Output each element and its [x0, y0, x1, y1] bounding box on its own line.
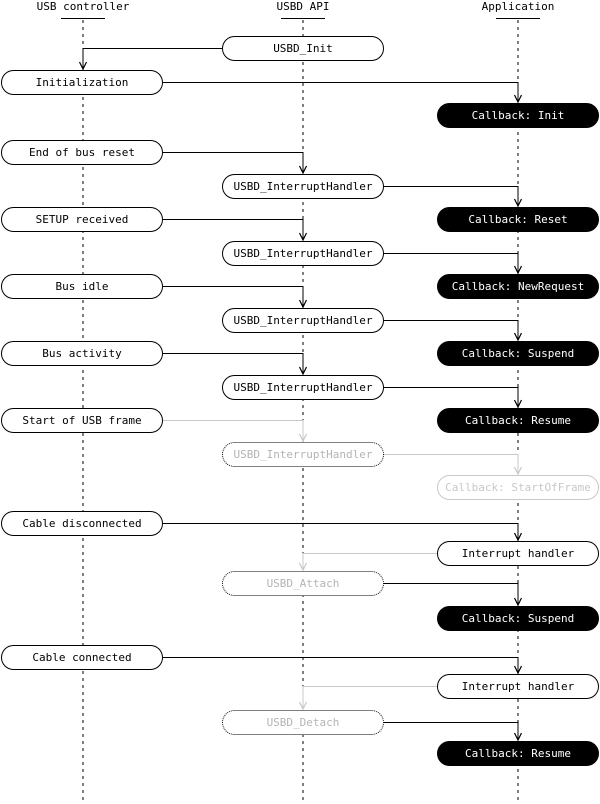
node-end-of-bus-reset[interactable]: End of bus reset [1, 140, 163, 165]
node-interrupt-handler-5[interactable]: USBD_InterruptHandler [222, 442, 384, 467]
lifeline-underline-usbd-api [281, 18, 325, 19]
node-interrupt-handler-3[interactable]: USBD_InterruptHandler [222, 308, 384, 333]
node-label: Interrupt handler [461, 547, 575, 560]
node-label: Cable connected [32, 651, 132, 664]
node-label: SETUP received [35, 213, 129, 226]
node-start-of-usb-frame[interactable]: Start of USB frame [1, 408, 163, 433]
connector-path [163, 286, 304, 307]
connector-arrowhead [513, 399, 523, 409]
connector-path [302, 553, 437, 570]
connector-arrowhead [513, 332, 523, 342]
node-label: Callback: Suspend [461, 347, 575, 360]
node-label: USBD_Detach [266, 716, 340, 729]
node-usbd-init[interactable]: USBD_Init [222, 36, 384, 61]
node-label: Callback: Reset [468, 213, 568, 226]
connector-path [163, 657, 519, 673]
connector-arrowhead [513, 597, 523, 607]
connector-path [302, 686, 437, 709]
node-interrupt-handler-4[interactable]: USBD_InterruptHandler [222, 375, 384, 400]
node-label: USBD_Attach [266, 577, 340, 590]
node-callback-newrequest[interactable]: Callback: NewRequest [437, 274, 599, 299]
connector-path [384, 186, 519, 206]
node-label: Callback: NewRequest [451, 280, 585, 293]
connector-arrowhead [298, 366, 308, 376]
node-callback-suspend-2[interactable]: Callback: Suspend [437, 606, 599, 631]
connector-path [163, 82, 519, 102]
node-label: End of bus reset [29, 146, 135, 159]
connector-path [163, 420, 304, 441]
connector-path [163, 219, 304, 240]
node-bus-activity[interactable]: Bus activity [1, 341, 163, 366]
node-usbd-attach[interactable]: USBD_Attach [222, 571, 384, 596]
connector-arrowhead [513, 198, 523, 208]
node-label: Interrupt handler [461, 680, 575, 693]
node-callback-resume-2[interactable]: Callback: Resume [437, 741, 599, 766]
node-label: USBD_InterruptHandler [233, 247, 373, 260]
node-label: Initialization [35, 76, 129, 89]
node-cable-disconnected[interactable]: Cable disconnected [1, 511, 163, 536]
node-bus-idle[interactable]: Bus idle [1, 274, 163, 299]
node-label: Callback: Resume [465, 414, 571, 427]
lifeline-label-usb-controller: USB controller [36, 0, 130, 13]
connector-arrowhead [298, 232, 308, 242]
node-interrupt-handler-b[interactable]: Interrupt handler [437, 674, 599, 699]
lifeline-label-usbd-api: USBD API [276, 0, 330, 13]
node-label: Callback: Suspend [461, 612, 575, 625]
lifeline-underline-usb-controller [61, 18, 105, 19]
node-setup-received[interactable]: SETUP received [1, 207, 163, 232]
node-usbd-detach[interactable]: USBD_Detach [222, 710, 384, 735]
connector-path [384, 722, 519, 740]
node-label: USBD_InterruptHandler [233, 448, 373, 461]
node-callback-startofframe[interactable]: Callback: StartOfFrame [437, 475, 599, 500]
connector-path [82, 48, 222, 69]
connector-arrowhead [298, 701, 308, 711]
connector-arrowhead [513, 665, 523, 675]
node-interrupt-handler-2[interactable]: USBD_InterruptHandler [222, 241, 384, 266]
connector-path [384, 320, 519, 340]
connector-arrowhead [513, 466, 523, 476]
connector-arrowhead [513, 265, 523, 275]
node-cable-connected[interactable]: Cable connected [1, 645, 163, 670]
node-interrupt-handler-a[interactable]: Interrupt handler [437, 541, 599, 566]
connector-arrowhead [513, 532, 523, 542]
node-label: Bus activity [42, 347, 122, 360]
node-callback-resume-1[interactable]: Callback: Resume [437, 408, 599, 433]
node-label: USBD_Init [273, 42, 333, 55]
node-label: Cable disconnected [22, 517, 142, 530]
connector-path [384, 387, 519, 407]
lifeline-underline-application [496, 18, 540, 19]
connector-path [384, 583, 519, 605]
connector-arrowhead [78, 61, 88, 71]
lifeline-label-application: Application [481, 0, 555, 13]
connector-arrowhead [298, 433, 308, 443]
connector-path [163, 353, 304, 374]
node-label: Bus idle [55, 280, 109, 293]
node-interrupt-handler-1[interactable]: USBD_InterruptHandler [222, 174, 384, 199]
connector-path [384, 454, 519, 474]
node-label: USBD_InterruptHandler [233, 314, 373, 327]
connector-arrowhead [513, 732, 523, 742]
node-label: Callback: StartOfFrame [445, 481, 591, 494]
node-label: Start of USB frame [22, 414, 142, 427]
connector-arrowhead [513, 94, 523, 104]
node-callback-suspend-1[interactable]: Callback: Suspend [437, 341, 599, 366]
node-callback-init[interactable]: Callback: Init [437, 103, 599, 128]
node-label: Callback: Init [471, 109, 565, 122]
connector-arrowhead [298, 165, 308, 175]
connector-arrowhead [298, 299, 308, 309]
node-label: Callback: Resume [465, 747, 571, 760]
connector-path [163, 152, 304, 173]
connector-path [384, 253, 519, 273]
node-callback-reset[interactable]: Callback: Reset [437, 207, 599, 232]
node-initialization[interactable]: Initialization [1, 70, 163, 95]
node-label: USBD_InterruptHandler [233, 381, 373, 394]
connector-arrowhead [298, 562, 308, 572]
node-label: USBD_InterruptHandler [233, 180, 373, 193]
connector-path [163, 523, 519, 540]
